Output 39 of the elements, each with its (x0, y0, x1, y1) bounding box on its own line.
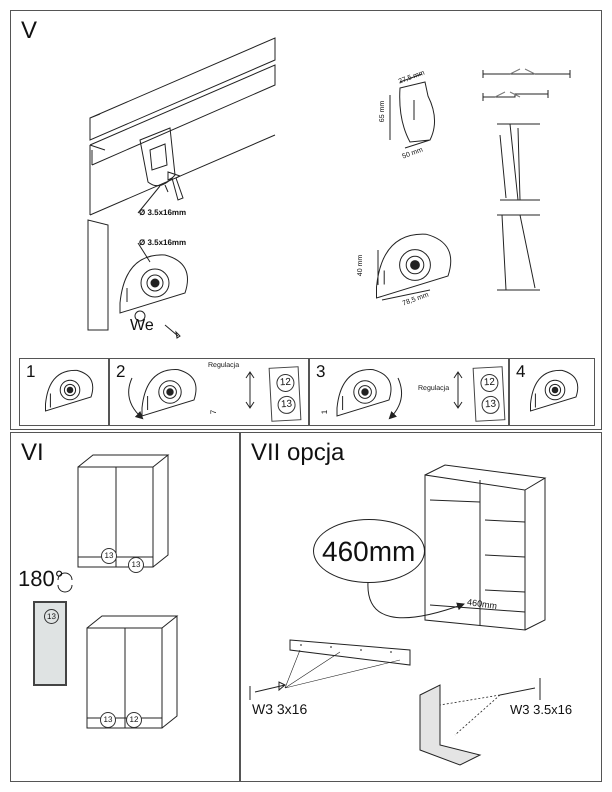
circled-number: 12 (276, 374, 295, 392)
section-heading: V (21, 19, 38, 43)
callout-ellipse (313, 519, 425, 583)
measurement-text: 460mm (322, 538, 416, 566)
circled-number: 13 (481, 395, 500, 414)
callout-number: 13 (100, 712, 116, 728)
step-panel (19, 358, 109, 426)
dimension-label: 7 (210, 410, 218, 414)
screw-size-text: Ø 3.5x16mm (139, 239, 186, 247)
step-panel (109, 358, 309, 426)
step-number: 1 (26, 363, 36, 380)
angle-label: 180° (18, 568, 64, 590)
callout-number: 12 (126, 712, 142, 728)
callout-number: 13 (101, 548, 117, 564)
door-panel (33, 601, 67, 686)
step-panel (509, 358, 595, 426)
step-panel (309, 358, 509, 426)
circled-number: 13 (44, 609, 59, 624)
section-heading: VII opcja (251, 441, 344, 465)
step-number: 4 (516, 363, 526, 380)
dimension-label: 1 (321, 410, 330, 414)
arrow (368, 582, 465, 618)
step-number: 2 (116, 363, 126, 380)
circled-number: 13 (277, 395, 296, 414)
door-card (472, 366, 506, 422)
part-letter: We (130, 318, 154, 334)
section-panel (240, 432, 602, 782)
leader-line (138, 186, 160, 214)
section-panel (10, 432, 240, 782)
screw-size-label: W3 3.5x16 (510, 703, 572, 716)
leader-line (138, 242, 150, 262)
section-heading: VI (21, 441, 44, 465)
dimension-text: 460mm (466, 598, 498, 612)
screw-size-label: W3 3x16 (252, 702, 308, 716)
circled-number: 12 (480, 374, 499, 392)
section-panel (10, 10, 602, 430)
step-number: 3 (316, 363, 326, 380)
callout-number: 13 (128, 557, 144, 573)
door-card (268, 366, 302, 422)
